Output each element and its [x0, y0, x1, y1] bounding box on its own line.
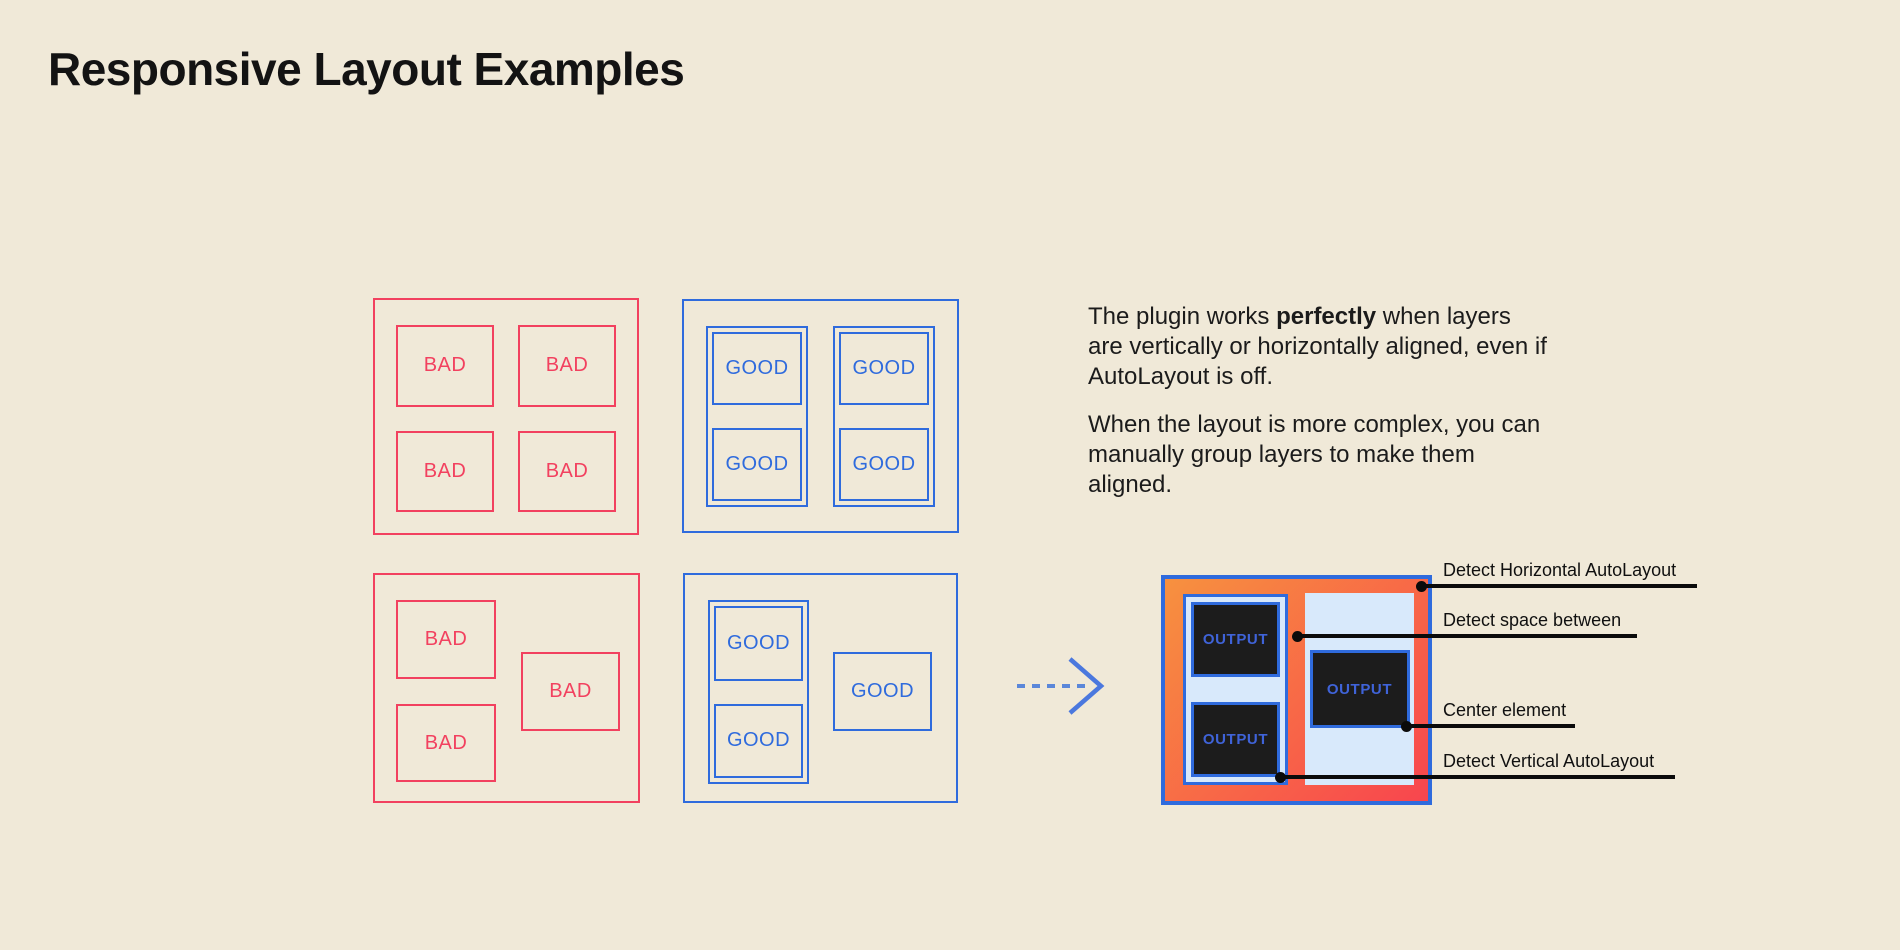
good-box-label: GOOD — [852, 357, 916, 379]
good-box-label: GOOD — [725, 453, 789, 475]
bad-box-label: BAD — [423, 459, 467, 482]
annotation-line — [1280, 775, 1675, 779]
bad-box: BAD — [518, 325, 616, 407]
good-box-label: GOOD — [726, 631, 791, 654]
annotation-label: Center element — [1443, 700, 1567, 720]
good-box: GOOD — [833, 652, 932, 731]
good-group: GOOD GOOD — [706, 326, 808, 507]
bad-box-label: BAD — [549, 680, 592, 702]
bad-box-label: BAD — [545, 354, 589, 377]
bad-box: BAD — [396, 325, 494, 407]
bad-box: BAD — [396, 430, 494, 512]
p1-text-before: The plugin works — [1088, 303, 1277, 330]
bad-box: BAD — [396, 704, 496, 782]
annotation-line — [1406, 724, 1575, 728]
good-group: GOOD GOOD — [833, 326, 935, 507]
output-box: OUTPUT — [1309, 650, 1410, 728]
good-box: GOOD — [712, 428, 802, 501]
good-box-label: GOOD — [852, 453, 916, 475]
annotation-label: Detect space between — [1443, 610, 1622, 630]
output-box: OUTPUT — [1191, 602, 1280, 677]
good-group: GOOD GOOD — [708, 600, 809, 784]
good-box-label: GOOD — [726, 729, 791, 752]
bad-grid-panel: BAD BAD BAD BAD — [373, 298, 639, 535]
good-box-label: GOOD — [850, 680, 915, 702]
bad-box: BAD — [396, 600, 496, 679]
bad-box-label: BAD — [545, 459, 589, 482]
bad-box: BAD — [521, 652, 620, 731]
good-box-label: GOOD — [725, 357, 789, 379]
output-vertical-group: OUTPUT OUTPUT — [1183, 594, 1288, 785]
bad-box-label: BAD — [424, 628, 468, 650]
output-preview: OUTPUT OUTPUT OUTPUT — [1161, 575, 1432, 805]
p1-bold-text: perfectly — [1276, 303, 1377, 330]
output-box-label: OUTPUT — [1202, 631, 1269, 648]
description-text: The plugin works perfectly when layers a… — [1088, 302, 1548, 500]
good-free-panel: GOOD GOOD GOOD — [683, 573, 958, 803]
output-box: OUTPUT — [1191, 702, 1280, 777]
bad-box-label: BAD — [423, 354, 467, 377]
good-box: GOOD — [839, 428, 929, 501]
transform-arrow-icon — [1012, 652, 1107, 725]
output-box-label: OUTPUT — [1326, 680, 1393, 698]
output-center-panel: OUTPUT — [1305, 593, 1414, 785]
bad-box-label: BAD — [424, 731, 468, 754]
good-box: GOOD — [839, 332, 929, 405]
annotation-label: Detect Horizontal AutoLayout — [1443, 560, 1677, 580]
good-grid-panel: GOOD GOOD GOOD GOOD — [682, 299, 959, 533]
good-box: GOOD — [714, 703, 803, 778]
description-paragraph-1: The plugin works perfectly when layers a… — [1088, 302, 1548, 392]
annotation-label: Detect Vertical AutoLayout — [1443, 751, 1655, 771]
good-box: GOOD — [712, 332, 802, 405]
p1-text-after: when layers are vertically or horizontal… — [1088, 303, 1547, 390]
output-box-label: OUTPUT — [1202, 731, 1269, 748]
bad-box: BAD — [518, 430, 616, 512]
good-box: GOOD — [714, 606, 803, 681]
description-paragraph-2: When the layout is more complex, you can… — [1088, 411, 1541, 498]
annotation-line — [1421, 584, 1697, 588]
annotation-line — [1297, 634, 1637, 638]
bad-free-panel: BAD BAD BAD — [373, 573, 640, 803]
page-title: Responsive Layout Examples — [48, 43, 685, 95]
